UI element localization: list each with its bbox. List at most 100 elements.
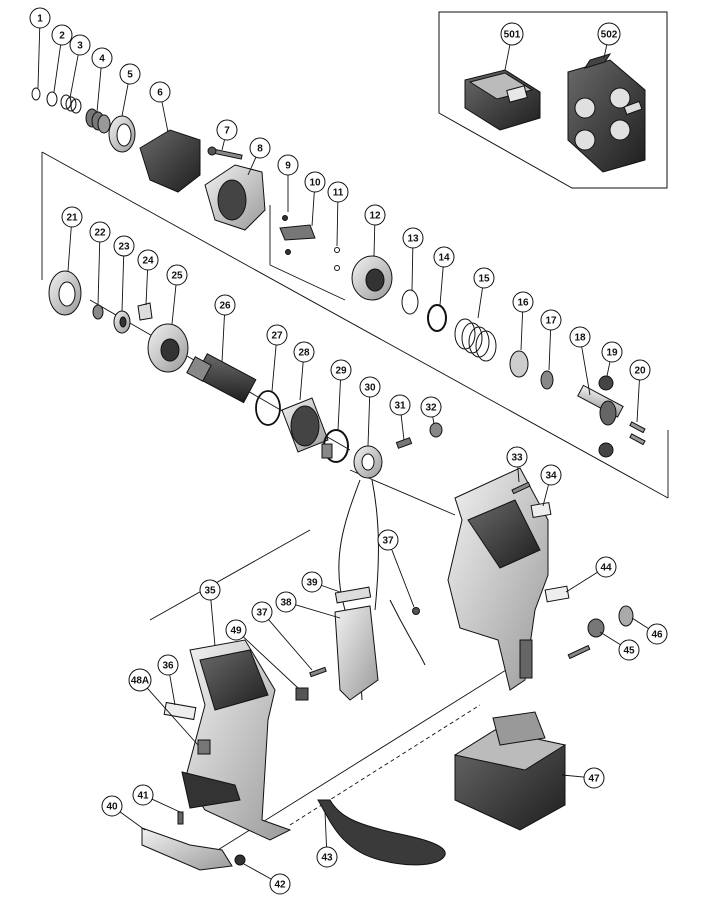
leader-line-c-46 xyxy=(631,617,649,629)
part-43-strap xyxy=(317,799,446,866)
callout-number: 45 xyxy=(623,646,635,657)
part-12-hammer xyxy=(351,255,393,301)
callout-number: 33 xyxy=(511,453,523,464)
leader-line-c-10 xyxy=(311,191,315,227)
charger-501 xyxy=(464,69,541,131)
part-20-pins xyxy=(629,421,646,446)
callout-number: 3 xyxy=(77,41,83,52)
callout-circle xyxy=(69,34,91,56)
part-30-brush-holder xyxy=(353,445,383,479)
part-46-knob xyxy=(618,605,634,627)
callout-number: 4 xyxy=(99,54,105,65)
callout-number: 5 xyxy=(127,70,133,81)
callout-number: 10 xyxy=(309,178,321,189)
part-27-washer xyxy=(255,390,281,426)
callout-balloon-c-38: 38 xyxy=(275,591,297,613)
leader-line-c-24 xyxy=(145,269,149,306)
callout-balloon-c-22: 22 xyxy=(89,221,111,243)
callout-circle xyxy=(277,154,299,176)
part-42-nut xyxy=(234,854,246,866)
callout-circle xyxy=(316,846,338,868)
callout-circle xyxy=(119,63,141,85)
callout-circle xyxy=(402,227,424,249)
callout-balloon-c-37b: 37 xyxy=(251,601,273,623)
part-37-screw-a xyxy=(412,607,420,615)
leader-line-c-502 xyxy=(603,44,608,59)
callout-number: 23 xyxy=(118,242,130,253)
inset-frame xyxy=(438,11,668,189)
callout-number: 47 xyxy=(588,774,600,785)
callout-circle xyxy=(569,326,591,348)
leader-line-c-31 xyxy=(400,414,405,441)
callout-circle xyxy=(225,619,247,641)
callout-balloon-c-40: 40 xyxy=(101,795,123,817)
leader-line-c-18 xyxy=(581,346,591,396)
leader-line-c-14 xyxy=(439,266,444,306)
callout-balloon-c-12: 12 xyxy=(364,204,386,226)
callout-balloon-c-43: 43 xyxy=(316,846,338,868)
front-assembly xyxy=(31,87,646,458)
part-4-spring xyxy=(85,108,111,134)
callout-circle xyxy=(629,359,651,381)
leader-line-c-1 xyxy=(37,27,41,89)
callout-number: 15 xyxy=(478,274,490,285)
part-26-armature xyxy=(186,353,257,404)
callout-balloon-c-44: 44 xyxy=(595,556,617,578)
leader-line-c-17 xyxy=(548,329,552,371)
leader-line-c-26 xyxy=(221,314,225,363)
callout-circle xyxy=(473,267,495,289)
callout-balloon-c-45: 45 xyxy=(618,639,640,661)
callout-number: 31 xyxy=(394,401,406,412)
part-39-plate xyxy=(334,586,372,604)
callout-circle xyxy=(595,556,617,578)
callout-number: 36 xyxy=(162,661,174,672)
leader-line-c-34 xyxy=(542,484,549,507)
part-8-hammer-case xyxy=(204,164,266,231)
leader-line-c-44 xyxy=(565,571,598,593)
leader-line-c-39 xyxy=(321,584,341,593)
callout-number: 46 xyxy=(651,630,663,641)
leader-line-c-23 xyxy=(121,255,125,312)
callout-balloon-c-501: 501 xyxy=(500,22,524,46)
leader-line-c-36 xyxy=(169,674,176,706)
callout-circle xyxy=(304,171,326,193)
part-41-screw xyxy=(177,811,184,825)
callout-circle xyxy=(420,396,442,418)
callout-number: 501 xyxy=(504,30,521,41)
leader-line-c-33a xyxy=(517,466,520,483)
callout-number: 35 xyxy=(204,586,216,597)
callout-balloon-c-16: 16 xyxy=(512,291,534,313)
callout-circle xyxy=(433,246,455,268)
part-21-cover xyxy=(48,270,82,316)
callout-balloon-c-4: 4 xyxy=(91,47,113,69)
callout-number: 1 xyxy=(37,14,43,25)
callout-number: 44 xyxy=(600,563,612,574)
part-34-label xyxy=(530,501,552,519)
callout-circle xyxy=(61,206,83,228)
callout-number: 38 xyxy=(280,598,292,609)
callout-circle xyxy=(389,394,411,416)
part-19-gears xyxy=(598,375,614,458)
callout-circle xyxy=(137,249,159,271)
leader-line-c-47 xyxy=(561,774,585,778)
callout-circle xyxy=(301,571,323,593)
callout-number: 20 xyxy=(634,366,646,377)
leader-line-c-37b xyxy=(268,619,313,671)
leader-line-c-22 xyxy=(97,241,101,306)
callout-number: 48A xyxy=(131,676,149,687)
callout-balloon-c-37a: 37 xyxy=(377,529,399,551)
callout-number: 18 xyxy=(574,333,586,344)
callout-circle xyxy=(646,623,668,645)
callout-balloon-c-2: 2 xyxy=(51,24,73,46)
part-15-spring xyxy=(454,318,497,362)
callout-balloon-c-47: 47 xyxy=(583,767,605,789)
callout-balloon-c-33a: 33 xyxy=(506,446,528,468)
callout-circle xyxy=(29,7,51,29)
callout-balloon-c-46: 46 xyxy=(646,623,668,645)
leader-line-c-3 xyxy=(69,54,79,99)
belt-hook-assembly xyxy=(141,811,246,871)
callout-number: 2 xyxy=(59,31,65,42)
leader-line-c-25 xyxy=(171,284,177,325)
leader-line-c-38 xyxy=(295,604,341,619)
